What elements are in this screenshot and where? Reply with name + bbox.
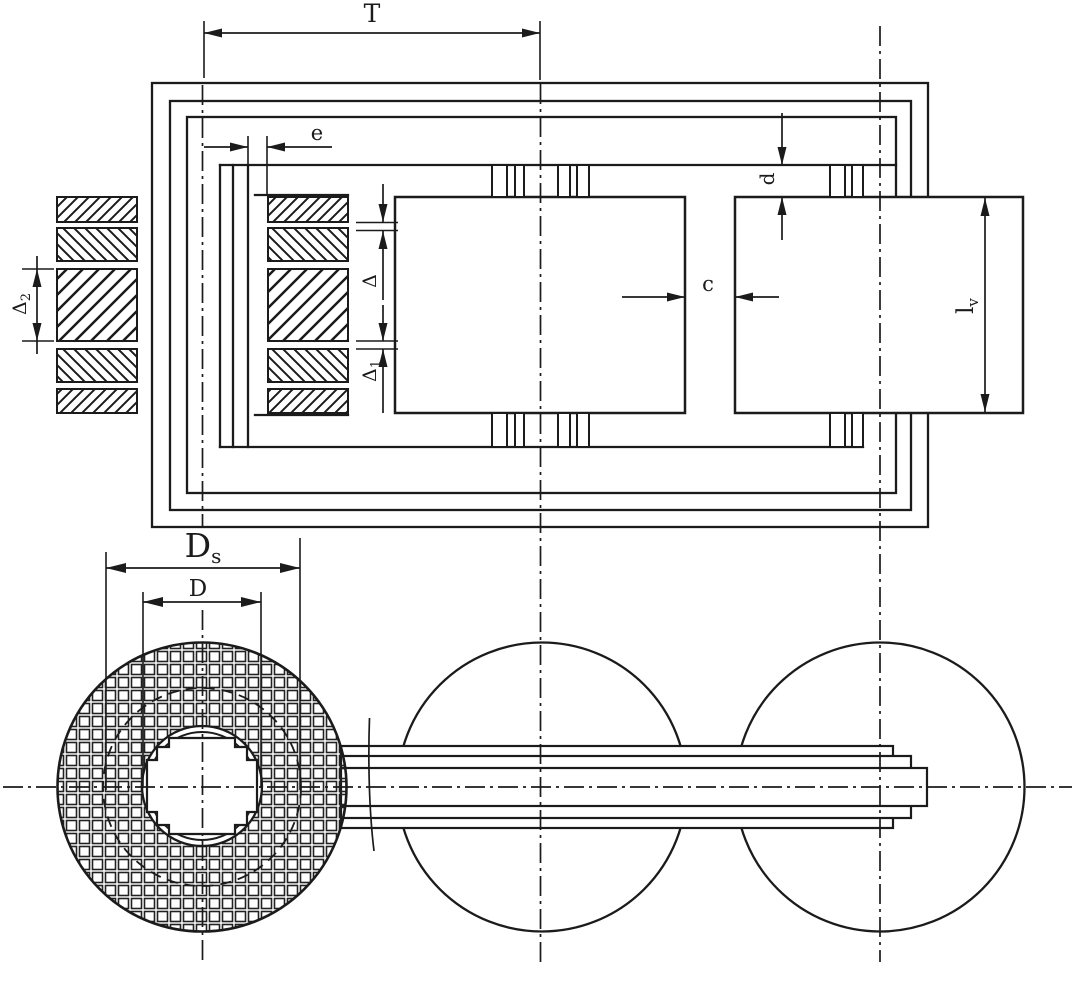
middle-winding-block (393, 164, 687, 448)
left-winding-section-outer (56, 196, 138, 414)
dimension-delta: Δ (356, 184, 398, 300)
clamp-arc-line (368, 717, 375, 852)
label-D: D (189, 576, 207, 602)
label-Ds: Ds (185, 526, 222, 568)
dimension-e: e (204, 121, 332, 196)
dimension-c: c (622, 272, 779, 302)
label-delta1: Δ1 (359, 360, 384, 382)
label-c: c (702, 272, 714, 296)
left-winding-section-inner (267, 196, 349, 414)
centerlines (3, 26, 1072, 962)
dimension-T: T (203, 0, 541, 80)
dimension-delta1: Δ1 (356, 305, 398, 413)
dimension-D: D (142, 576, 262, 788)
dimension-lv: lv (953, 198, 990, 412)
label-d: d (755, 172, 779, 185)
dimension-delta2: Δ2 (9, 256, 54, 354)
right-winding-block (733, 164, 1025, 448)
label-lv: lv (953, 298, 982, 314)
label-delta2: Δ2 (9, 293, 34, 315)
label-e: e (311, 121, 323, 145)
dimension-Ds: Ds (105, 526, 301, 790)
label-T: T (364, 0, 381, 28)
dimension-d: d (755, 113, 787, 240)
label-delta: Δ (359, 274, 381, 288)
